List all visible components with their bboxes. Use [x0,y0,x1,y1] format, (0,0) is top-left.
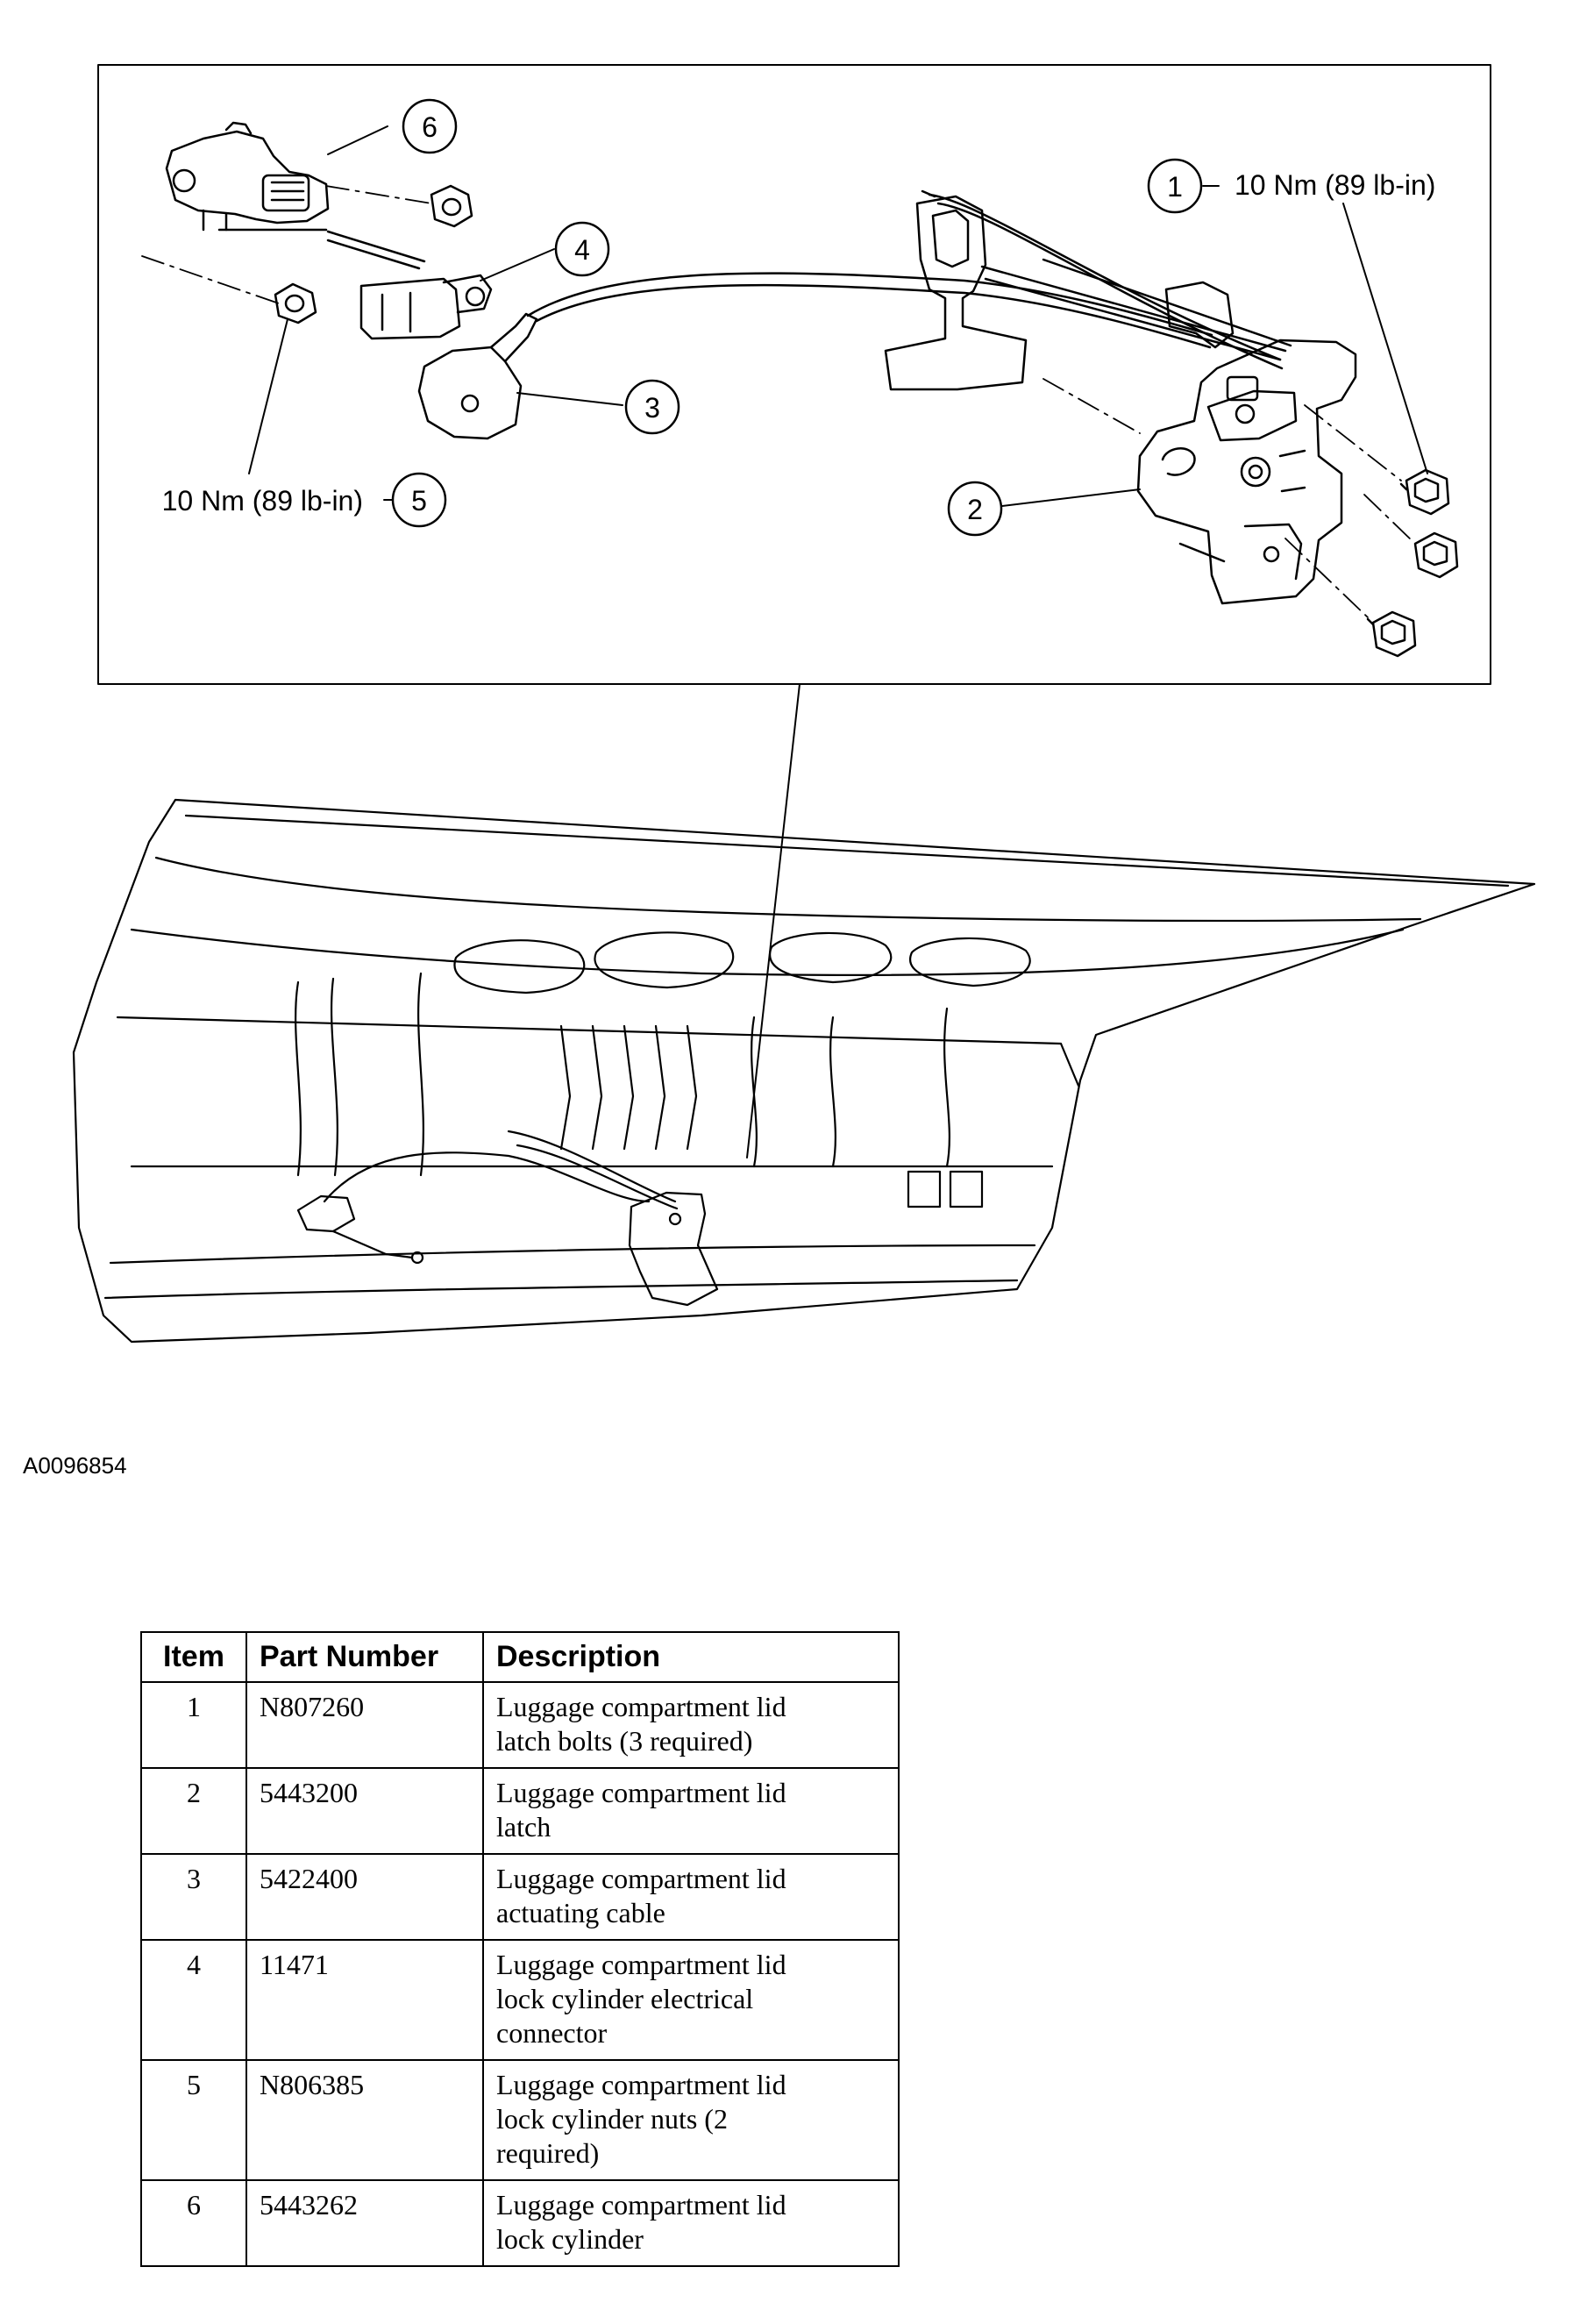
table-row: 1 N807260 Luggage compartment lid latch … [140,1681,900,1769]
exploded-diagram: 6 4 3 2 1 10 Nm (89 lb-in) 5 10 Nm (89 l… [72,64,1536,1344]
detail-leader-line [746,683,801,1158]
lock-cylinder [165,121,330,232]
header-part-number: Part Number [246,1631,484,1683]
row-item: 1 [140,1681,247,1769]
row-part-number: 5422400 [246,1853,484,1941]
cylinder-nut-lower [274,282,317,324]
row-part-number: 5443200 [246,1767,484,1855]
callout-5-torque: 10 Nm (89 lb-in) [162,485,363,517]
table-row: 6 5443262 Luggage compartment lid lock c… [140,2179,900,2267]
row-description: Luggage compartment lid latch [482,1767,900,1855]
row-part-number: 11471 [246,1939,484,2061]
callout-3: 3 [624,379,680,435]
parts-table: Item Part Number Description 1 N807260 L… [140,1631,900,2267]
table-row: 2 5443200 Luggage compartment lid latch [140,1767,900,1855]
row-part-number: 5443262 [246,2179,484,2267]
table-row: 4 11471 Luggage compartment lid lock cyl… [140,1939,900,2061]
table-row: 3 5422400 Luggage compartment lid actuat… [140,1853,900,1941]
detail-frame [97,64,1491,685]
electrical-connector [326,230,493,340]
row-description: Luggage compartment lid lock cylinder el… [482,1939,900,2061]
figure-id: A0096854 [23,1452,127,1479]
trunk-lid [72,798,1536,1344]
callout-4: 4 [554,221,610,277]
header-description: Description [482,1631,900,1683]
callout-2-number: 2 [967,494,983,525]
callout-1-number: 1 [1167,171,1183,203]
row-part-number: N807260 [246,1681,484,1769]
row-description: Luggage compartment lid lock cylinder nu… [482,2059,900,2181]
latch-cables [928,193,1292,370]
row-item: 6 [140,2179,247,2267]
callout-1: 1 10 Nm (89 lb-in) [1147,158,1435,214]
callout-6: 6 [402,98,458,154]
row-description: Luggage compartment lid lock cylinder [482,2179,900,2267]
latch-bolt-upper [1399,468,1450,516]
callout-5: 5 10 Nm (89 lb-in) [162,472,447,528]
row-item: 5 [140,2059,247,2181]
actuating-cable [417,272,1213,440]
callout-3-number: 3 [644,392,660,424]
row-item: 3 [140,1853,247,1941]
callout-6-number: 6 [422,111,438,143]
centerlines [141,185,1414,618]
row-description: Luggage compartment lid actuating cable [482,1853,900,1941]
callout-1-torque: 10 Nm (89 lb-in) [1235,169,1435,201]
latch-bolt-lower [1366,610,1417,658]
latch-bolt-middle [1413,531,1459,579]
callout-5-number: 5 [411,485,427,517]
callout-2: 2 [947,481,1003,537]
header-item: Item [140,1631,247,1683]
callout-4-number: 4 [574,234,590,266]
row-item: 4 [140,1939,247,2061]
latch-assembly [1136,281,1357,605]
row-part-number: N806385 [246,2059,484,2181]
table-header-row: Item Part Number Description [140,1631,900,1683]
table-row: 5 N806385 Luggage compartment lid lock c… [140,2059,900,2181]
cylinder-nut-upper [430,184,473,228]
row-item: 2 [140,1767,247,1855]
row-description: Luggage compartment lid latch bolts (3 r… [482,1681,900,1769]
